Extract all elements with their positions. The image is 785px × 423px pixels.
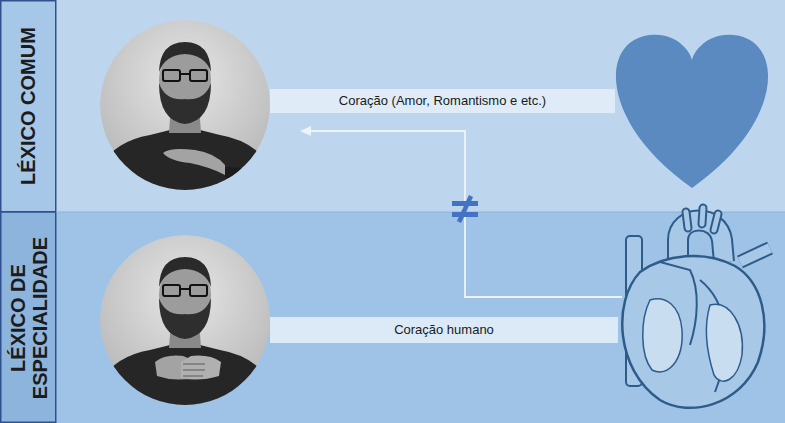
not-equal-symbol — [452, 196, 478, 222]
love-heart — [616, 35, 768, 188]
band-divider — [56, 212, 785, 213]
top-band — [0, 0, 785, 212]
category-label: LÉXICO COMUM — [0, 0, 56, 212]
label-text: LÉXICO DE ESPECIALIDADE — [6, 217, 50, 418]
signer-photo — [100, 235, 270, 410]
anatomical-heart — [622, 208, 770, 408]
label-text: Coração humano — [388, 322, 500, 338]
arrowhead — [300, 126, 311, 136]
bottom-band — [0, 212, 785, 423]
signer-photo — [100, 20, 270, 195]
label-text: Coração (Amor, Romantismo e etc.) — [333, 93, 552, 109]
side-cell — [1, 1, 56, 212]
category-label: LÉXICO DE ESPECIALIDADE — [0, 212, 56, 423]
meaning-bar: Coração (Amor, Romantismo e etc.) — [270, 89, 615, 113]
side-cell — [1, 212, 56, 422]
meaning-bar: Coração humano — [270, 317, 618, 343]
label-text: LÉXICO COMUM — [17, 5, 39, 207]
leader-line — [310, 131, 622, 297]
